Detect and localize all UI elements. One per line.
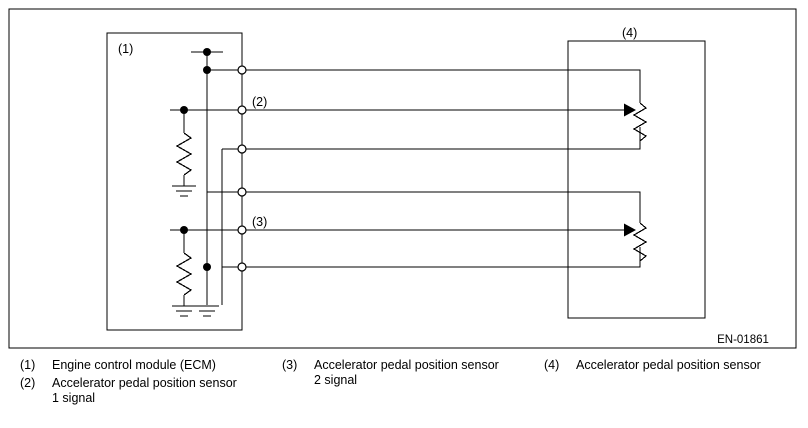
ecm-resistor1 [175, 132, 193, 176]
potentiometer-2-element [632, 222, 648, 262]
figure-code: EN-01861 [717, 334, 769, 346]
legend-number: (4) [544, 358, 560, 372]
legend: (1) Engine control module (ECM) (2) Acce… [0, 358, 808, 428]
legend-item: (3) Accelerator pedal position sensor 2 … [282, 358, 532, 388]
potentiometer-2-wiper-arrow [624, 223, 636, 237]
junction-dot-terminal6 [203, 263, 211, 271]
callout-sensor: (4) [622, 26, 637, 40]
terminal-5 [237, 225, 247, 235]
legend-number: (1) [20, 358, 36, 372]
wiper-arrowheads [624, 103, 636, 237]
legend-number: (3) [282, 358, 298, 372]
junction-dot-resistor1 [180, 106, 188, 114]
callout-labels: (1) (2) (3) (4) EN-01861 [118, 26, 769, 346]
legend-text: Engine control module (ECM) [52, 358, 216, 372]
legend-item: (4) Accelerator pedal position sensor [544, 358, 804, 373]
wire-supply-2 [242, 191, 641, 223]
legend-text: Accelerator pedal position sensor [576, 358, 761, 372]
legend-column-2: (3) Accelerator pedal position sensor 2 … [282, 358, 532, 391]
legend-text: Accelerator pedal position sensor 2 sign… [314, 358, 499, 387]
junction-dots [180, 48, 211, 271]
callout-signal2: (3) [252, 215, 267, 229]
junction-dot-terminal1 [203, 66, 211, 74]
callout-signal1: (2) [252, 95, 267, 109]
ecm-resistor2 [175, 252, 193, 296]
terminal-2 [237, 105, 247, 115]
legend-item: (1) Engine control module (ECM) [20, 358, 270, 373]
wire-return-1 [242, 127, 641, 150]
legend-number: (2) [20, 376, 36, 390]
terminal-4 [237, 187, 247, 197]
legend-column-1: (1) Engine control module (ECM) (2) Acce… [20, 358, 270, 409]
terminal-3 [237, 144, 247, 154]
callout-ecm: (1) [118, 42, 133, 56]
outer-frame [8, 8, 797, 349]
junction-dot-upper-stub [203, 48, 211, 56]
potentiometer-1-element [632, 102, 648, 142]
legend-column-3: (4) Accelerator pedal position sensor [544, 358, 804, 376]
junction-dot-resistor2 [180, 226, 188, 234]
terminal-6 [237, 262, 247, 272]
connector-terminals [237, 65, 247, 272]
potentiometer-1-wiper-arrow [624, 103, 636, 117]
legend-text: Accelerator pedal position sensor 1 sign… [52, 376, 237, 405]
sensor-box [567, 40, 706, 319]
wire-supply-1 [242, 69, 641, 103]
ecm-box [106, 32, 243, 331]
wire-return-2 [242, 247, 641, 268]
legend-item: (2) Accelerator pedal position sensor 1 … [20, 376, 270, 406]
terminal-1 [237, 65, 247, 75]
